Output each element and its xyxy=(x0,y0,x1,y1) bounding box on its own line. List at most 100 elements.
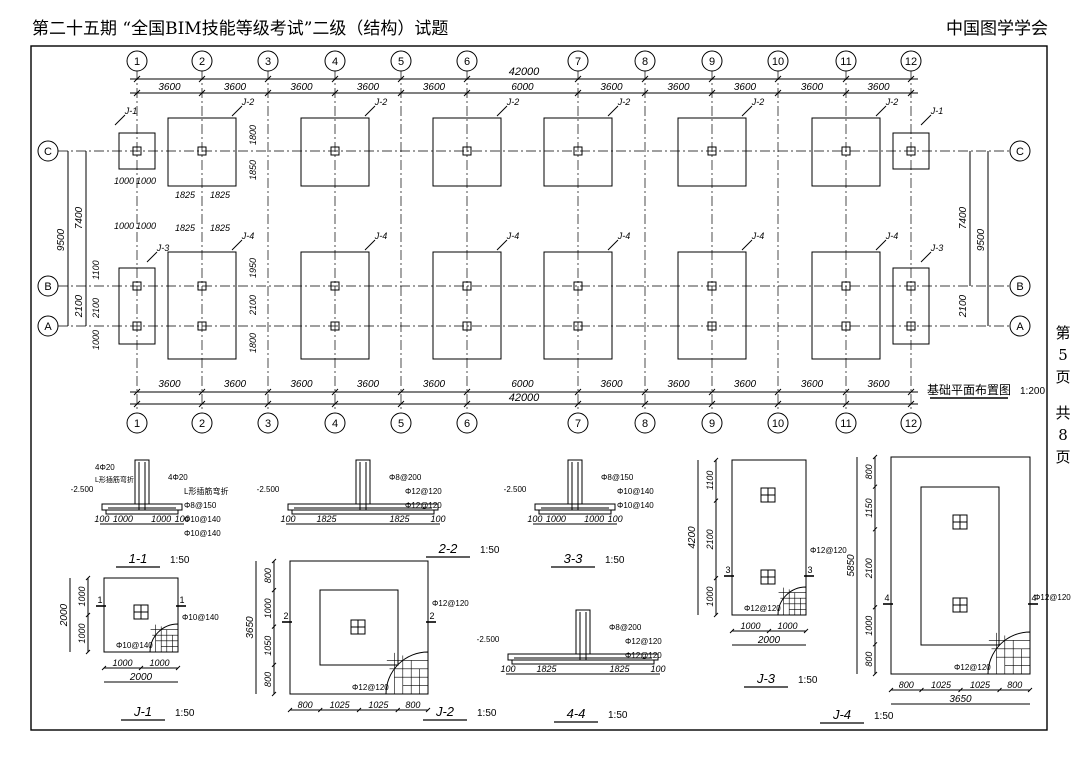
rebar-note: Φ12@120 xyxy=(625,651,662,660)
section-column xyxy=(134,459,150,505)
leader xyxy=(741,105,753,117)
section-cut-label: 3 xyxy=(807,565,812,575)
organization-name: 中国图学学会 xyxy=(946,19,1048,39)
section-label: J-1 xyxy=(133,704,152,719)
column-stub xyxy=(462,281,472,291)
rebar-note: Φ12@120 xyxy=(625,637,662,646)
dim-tick xyxy=(842,89,850,97)
column-stub xyxy=(841,281,851,291)
section-scale: 1:50 xyxy=(480,545,500,556)
dim-tick xyxy=(574,75,582,83)
dim-footing-j3: 1000 xyxy=(114,221,134,231)
dim-tick xyxy=(766,628,772,634)
dim-tick xyxy=(463,388,471,396)
leader xyxy=(231,239,243,251)
dim-tick xyxy=(872,484,878,490)
axis-bubble-bottom xyxy=(701,412,723,434)
rebar-note: Φ12@120 xyxy=(405,487,442,496)
section-slab xyxy=(101,503,183,511)
axis-label-bottom: 10 xyxy=(772,418,784,430)
dim-tick xyxy=(872,526,878,532)
total-label-char: 共 xyxy=(1055,404,1071,422)
section-scale: 1:50 xyxy=(605,555,625,566)
column-stub xyxy=(330,321,340,331)
plan-dim: 1025 xyxy=(368,700,389,710)
dim-footing-c: 1000 xyxy=(136,176,156,186)
section-scale: 1:50 xyxy=(175,708,195,719)
dim-tick xyxy=(133,400,141,408)
dim-tick xyxy=(198,89,206,97)
axis-bubble-top xyxy=(900,50,922,72)
column-stub xyxy=(906,321,916,331)
dim-vert-total-left: 9500 xyxy=(56,228,67,251)
column-stub xyxy=(707,146,717,156)
dim-tick xyxy=(713,575,719,581)
column-stub xyxy=(132,321,142,331)
page-label-char: 页 xyxy=(1055,368,1071,386)
axis-label-top: 10 xyxy=(772,56,784,68)
dim-tick xyxy=(101,665,107,671)
axis-label-bottom: 3 xyxy=(265,418,271,430)
dim-vert-lower-left: 2100 xyxy=(74,294,85,318)
dim-tick xyxy=(198,75,206,83)
rebar-note: Φ10@140 xyxy=(617,501,654,510)
footing-j2 xyxy=(167,117,237,187)
dim-tick xyxy=(574,388,582,396)
section-level: -2.500 xyxy=(477,635,500,644)
axis-label-top: 8 xyxy=(642,56,648,68)
rebar-note: Φ10@140 xyxy=(617,487,654,496)
column-stub xyxy=(906,281,916,291)
dim-total-bottom: 42000 xyxy=(509,392,540,404)
dim-tick xyxy=(641,89,649,97)
plan-dim: 1025 xyxy=(970,680,991,690)
dim-tick xyxy=(842,388,850,396)
footing-tag: J-4 xyxy=(506,231,520,241)
axis-bubble-top xyxy=(191,50,213,72)
dim-tick xyxy=(708,89,716,97)
axis-bubble-top xyxy=(767,50,789,72)
column-stub xyxy=(330,146,340,156)
column-stub xyxy=(132,146,142,156)
dim-bay-bottom: 3600 xyxy=(290,379,313,390)
dim-tick xyxy=(198,388,206,396)
dim-tick xyxy=(331,75,339,83)
dim-tick xyxy=(331,400,339,408)
section-base xyxy=(511,659,655,665)
dim-bay-bottom: 6000 xyxy=(511,379,534,390)
section-dim: 1000 xyxy=(151,514,171,524)
dim-tick xyxy=(264,89,272,97)
dim-footing-c: 1000 xyxy=(114,176,134,186)
leader xyxy=(875,239,887,251)
rebar-note: 4Φ20 xyxy=(168,473,188,482)
dim-footing-j3: 1000 xyxy=(136,221,156,231)
plan-dim: 1025 xyxy=(330,700,351,710)
leader xyxy=(114,114,126,126)
footing-tag: J-4 xyxy=(617,231,631,241)
section-scale: 1:50 xyxy=(874,711,894,722)
plan-dim: 1050 xyxy=(263,636,273,656)
dim-bay-top: 3600 xyxy=(600,82,623,93)
dim-tick xyxy=(397,75,405,83)
plan-dim: 1000 xyxy=(777,621,797,631)
page-label-char: 第 xyxy=(1055,324,1071,342)
dim-j3-vert: 2100 xyxy=(91,298,101,319)
column-stub xyxy=(707,321,717,331)
dim-tick xyxy=(271,624,277,629)
dim-tick xyxy=(397,400,405,408)
axis-label-top: 4 xyxy=(332,56,338,68)
rebar-note: 4Φ20 xyxy=(95,463,115,472)
dim-tick xyxy=(907,75,915,83)
axis-label-right: C xyxy=(1016,146,1024,158)
dim-tick xyxy=(713,457,719,463)
section-level: -2.500 xyxy=(504,485,527,494)
dim-tick xyxy=(175,665,181,671)
axis-bubble-bottom xyxy=(126,412,148,434)
rebar-hatch xyxy=(777,586,807,616)
dim-tick xyxy=(356,707,362,713)
axis-bubble-bottom xyxy=(567,412,589,434)
footing-j2 xyxy=(432,117,502,187)
dim-tick xyxy=(958,687,963,693)
dim-tick xyxy=(463,89,471,97)
axis-label-top: 9 xyxy=(709,56,715,68)
dim-bay-top: 3600 xyxy=(357,82,380,93)
